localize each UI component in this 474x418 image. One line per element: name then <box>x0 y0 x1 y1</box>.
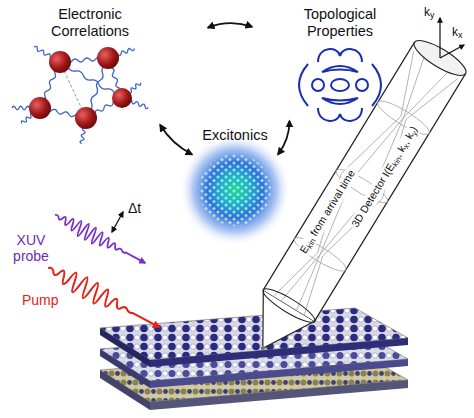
relation-arrow <box>278 121 290 154</box>
detector-body <box>263 42 465 321</box>
crystal-edge <box>150 338 408 367</box>
ray <box>267 51 434 304</box>
ray <box>291 66 458 319</box>
kx-label: kx <box>452 25 463 41</box>
correlation-cluster <box>12 45 149 143</box>
exciton-glow <box>179 134 291 246</box>
topic-region: Electronic Correlations <box>10 4 205 122</box>
topic-heading: Electronic Correlations <box>34 6 146 40</box>
subscript: x <box>458 30 463 40</box>
detector-tip <box>260 345 265 350</box>
detector-tube <box>236 35 470 366</box>
ray <box>277 58 436 306</box>
crystal-edge <box>100 328 150 367</box>
atom <box>97 47 119 69</box>
ky-label: ky <box>424 5 435 21</box>
delay-arrow <box>112 212 123 232</box>
delay-label: Δt <box>128 200 141 216</box>
label-text: k <box>424 5 430 19</box>
atom <box>112 88 132 108</box>
topic-region: Topological Properties <box>255 4 405 118</box>
topic-heading: Topological Properties <box>288 6 392 40</box>
layered-crystal <box>100 308 408 410</box>
detector-ring <box>260 284 319 327</box>
probe-label: XUV probe <box>4 232 58 264</box>
topic-heading: Excitonics <box>202 127 267 144</box>
topic-region: Excitonics <box>195 125 275 230</box>
kx-axis <box>440 45 464 58</box>
pump-label: Pump <box>22 292 59 308</box>
contour <box>299 64 308 106</box>
contour <box>312 79 324 91</box>
relation-arrow <box>160 125 192 154</box>
relation-arrow <box>208 23 252 27</box>
contour <box>322 66 358 72</box>
exciton-lattice <box>195 150 275 230</box>
label-text: k <box>452 25 458 39</box>
fermi-contours <box>299 49 381 121</box>
subscript: y <box>430 10 435 20</box>
ky-axis <box>439 18 440 58</box>
contour <box>331 79 349 91</box>
contour <box>356 79 368 91</box>
electron-lenses <box>263 49 461 321</box>
contour <box>318 49 362 62</box>
detector-wall <box>263 42 465 321</box>
contour <box>318 108 362 121</box>
xuv-pulse <box>51 208 149 270</box>
atom <box>75 107 97 129</box>
exciton-blob <box>179 134 291 246</box>
pump-pulse <box>43 259 164 336</box>
atom <box>49 51 71 73</box>
atom <box>29 97 51 119</box>
ray <box>289 65 448 313</box>
contour <box>322 98 358 104</box>
